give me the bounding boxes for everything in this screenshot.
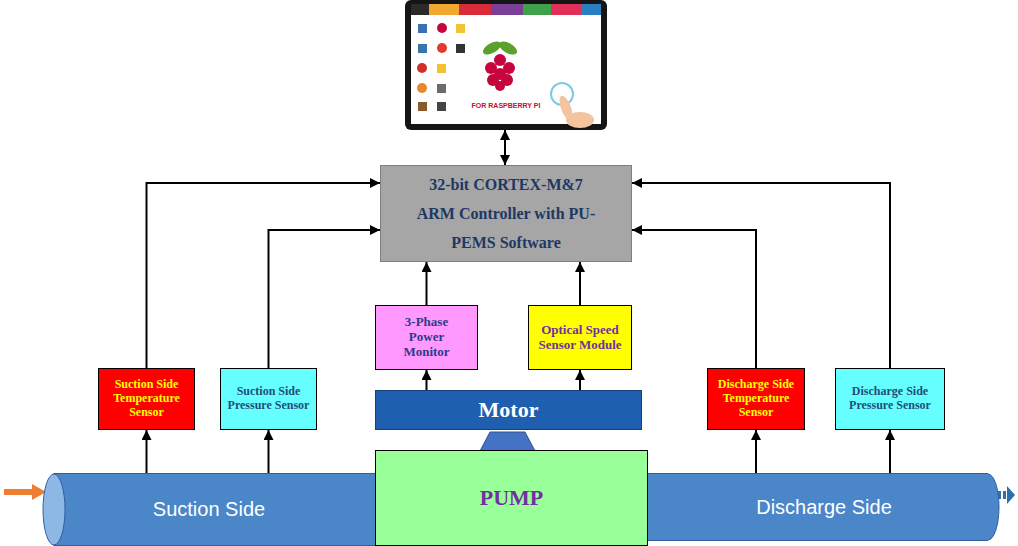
inlet-arrow-shaft	[4, 489, 34, 495]
logo-berry	[495, 81, 505, 91]
shaft-coupling	[480, 432, 535, 451]
temperature-sensor-box: Discharge Side Temperature Sensor	[707, 368, 805, 430]
menu-strip	[411, 4, 429, 15]
outlet-arrow	[998, 486, 1015, 504]
icon	[437, 64, 446, 73]
node-text: Suction Side Pressure Sensor	[226, 385, 312, 413]
menu-strip	[523, 4, 551, 15]
pipe-edge	[648, 473, 988, 474]
pressure-sensor-box: Discharge Side Pressure Sensor	[835, 368, 945, 430]
pressure-sensor-box: Suction Side Pressure Sensor	[220, 368, 317, 430]
signal-arrow	[579, 262, 581, 305]
temperature-sensor-box: Suction Side Temperature Sensor	[98, 368, 195, 430]
menu-strip	[459, 4, 491, 15]
node-text: Motor	[479, 397, 539, 422]
touching-hand	[551, 83, 594, 128]
outlet-arrow-head	[1007, 486, 1015, 504]
signal-arrow	[579, 370, 581, 390]
controller-box: 32-bit CORTEX-M&7 ARM Controller with PU…	[380, 165, 632, 262]
icon	[456, 44, 465, 53]
pipe-edge	[648, 540, 988, 541]
outlet-arrow-stripe	[1003, 491, 1006, 499]
menu-strip	[551, 4, 581, 15]
signal-arrow	[146, 430, 148, 473]
signal-arrow	[504, 130, 506, 165]
menu-strip	[491, 4, 523, 15]
node-text: Discharge Side	[756, 496, 892, 519]
signal-arrow	[147, 183, 381, 368]
touch-screen: FOR RASPBERRY PI	[405, 0, 607, 130]
menu-strip	[429, 4, 459, 15]
node-text: PUMP	[480, 485, 544, 510]
node-text: Suction Side	[153, 498, 265, 521]
pump-box: PUMP	[375, 450, 648, 546]
power-monitor-box: 3-Phase Power Monitor	[375, 305, 478, 370]
pipe-end	[43, 474, 65, 545]
pipe-shell	[648, 474, 988, 541]
node-text: Discharge Side Temperature Sensor	[711, 378, 801, 419]
palm	[566, 112, 594, 128]
node-text: Suction Side Temperature Sensor	[104, 378, 190, 419]
icon	[437, 102, 446, 111]
icon	[417, 83, 427, 93]
signal-arrow	[632, 183, 890, 368]
icon	[437, 43, 447, 53]
suction-pipe: Suction Side	[42, 473, 376, 546]
icon	[418, 24, 427, 33]
discharge-pipe: Discharge Side	[648, 473, 1000, 541]
menu-strip	[581, 4, 601, 15]
signal-arrow	[889, 430, 891, 473]
icon	[418, 102, 427, 111]
signal-arrow	[426, 370, 428, 390]
node-text: 32-bit CORTEX-M&7 ARM Controller with PU…	[416, 170, 596, 257]
pipe-shell	[54, 474, 376, 546]
signal-arrow	[269, 230, 381, 368]
signal-arrow	[426, 262, 428, 305]
signal-arrow	[632, 230, 756, 368]
motor-box: Motor	[375, 390, 642, 430]
node-text: FOR RASPBERRY PI	[472, 102, 541, 110]
node-text: Optical Speed Sensor Module	[532, 323, 628, 353]
icon	[418, 44, 427, 53]
logo-berry	[494, 54, 506, 66]
desktop-icons	[417, 23, 465, 111]
icon	[437, 23, 447, 33]
node-text: 3-Phase Power Monitor	[391, 315, 463, 360]
icon	[437, 84, 446, 93]
raspberry-logo	[481, 39, 519, 91]
screen-display	[411, 4, 601, 124]
signal-arrow	[755, 430, 757, 473]
node-text: Discharge Side Pressure Sensor	[845, 385, 935, 413]
speed-sensor-box: Optical Speed Sensor Module	[528, 305, 632, 370]
icon	[417, 63, 427, 73]
touch-screen-art	[405, 0, 607, 130]
icon	[456, 24, 465, 33]
screen-bezel	[405, 0, 607, 130]
signal-arrow	[268, 430, 270, 473]
inlet-arrow	[4, 484, 46, 500]
